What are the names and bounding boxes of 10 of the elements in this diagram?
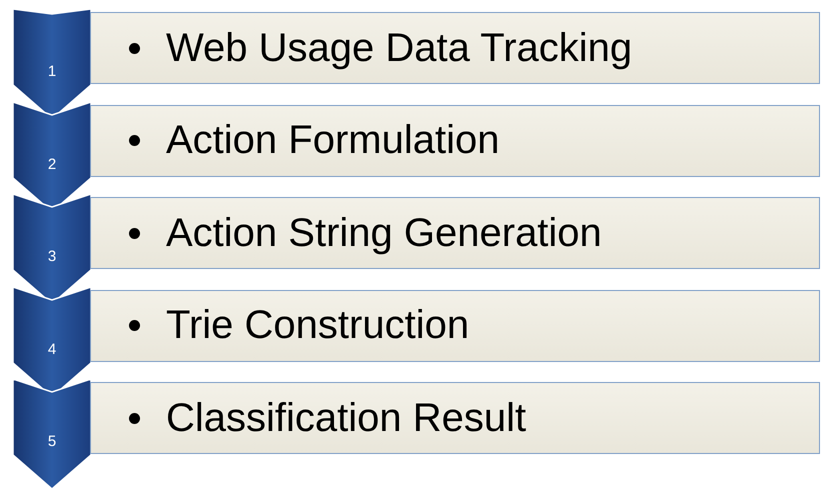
step-text: Web Usage Data Tracking xyxy=(166,26,632,70)
step-text: Trie Construction xyxy=(166,303,470,348)
step-number: 4 xyxy=(46,340,58,358)
step-number: 2 xyxy=(46,156,58,172)
step-text: Action Formulation xyxy=(166,118,500,163)
step-number: 3 xyxy=(46,248,58,265)
step-text: Action String Generation xyxy=(166,210,602,256)
step-number: 1 xyxy=(46,63,58,80)
step-number: 5 xyxy=(46,433,58,450)
step-text: Classification Result xyxy=(166,396,526,440)
